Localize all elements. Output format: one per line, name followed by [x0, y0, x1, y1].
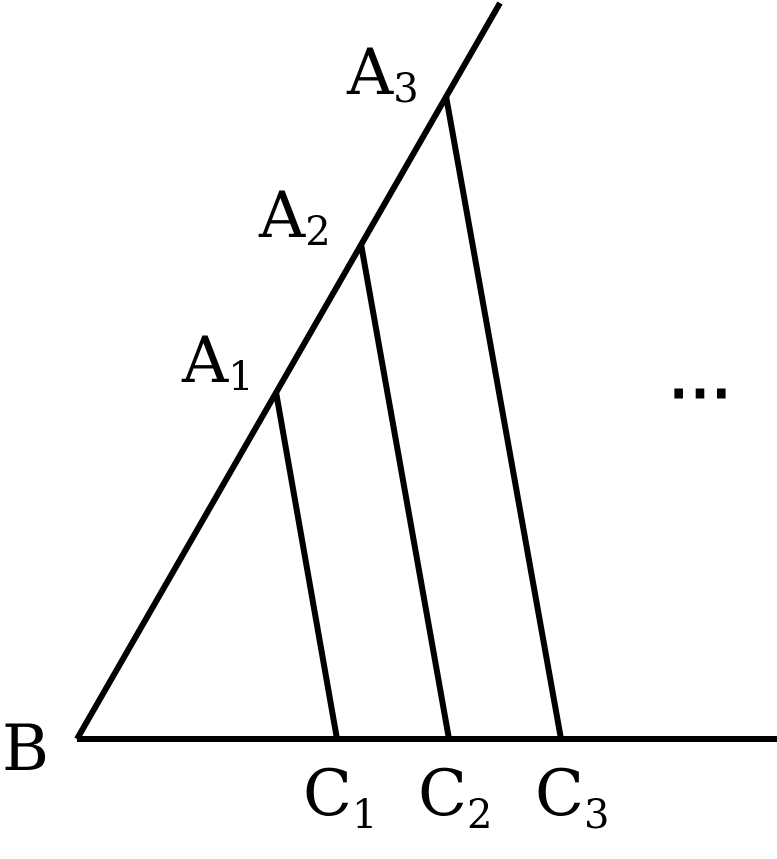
label-a1-subscript: 1	[228, 354, 253, 400]
ellipsis-label: ⋯	[668, 354, 732, 429]
label-c1-letter: C	[303, 757, 352, 831]
label-a3-subscript: 3	[393, 66, 418, 112]
segment-a1-c1	[273, 391, 340, 740]
label-b: B	[2, 712, 49, 786]
label-c1: C1	[303, 757, 377, 838]
segment-a3-c3	[443, 95, 564, 740]
ray-ba	[74, 1, 503, 741]
label-c3-letter: C	[535, 757, 584, 831]
label-a2-letter: A	[258, 179, 306, 253]
label-c2-subscript: 2	[467, 792, 492, 838]
label-c2: C2	[418, 757, 492, 838]
label-a1-letter: A	[181, 324, 229, 398]
label-c3-subscript: 3	[584, 792, 609, 838]
label-a1: A1	[181, 324, 254, 400]
label-c1-subscript: 1	[352, 792, 377, 838]
label-a2: A2	[258, 179, 331, 255]
label-c3: C3	[535, 757, 609, 838]
label-a2-subscript: 2	[305, 209, 330, 255]
label-a3: A3	[346, 36, 419, 112]
segment-a2-c2	[358, 243, 452, 740]
label-c2-letter: C	[418, 757, 467, 831]
label-a3-letter: A	[346, 36, 394, 110]
